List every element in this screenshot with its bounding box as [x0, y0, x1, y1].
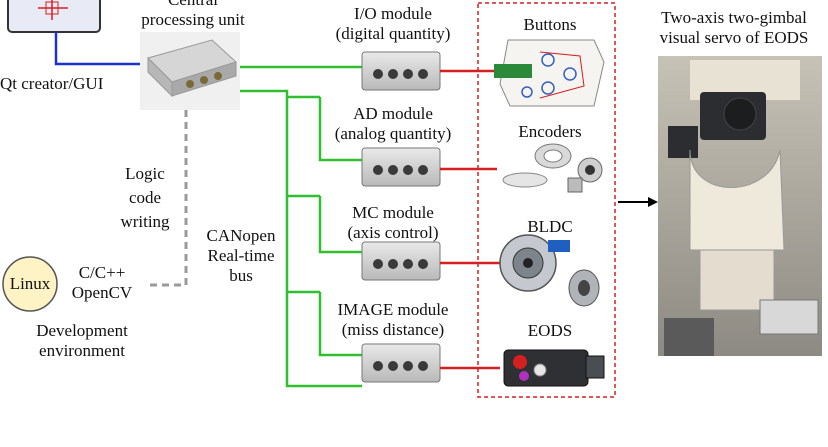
- devenv-label: Development environment: [14, 321, 150, 361]
- module-ad-line1: AD module: [353, 104, 433, 123]
- buttons-pcb-image: [494, 39, 605, 107]
- bldc-motor-image: [499, 234, 600, 307]
- canopen-line1: CANopen: [206, 226, 276, 245]
- device-bldc-label: BLDC: [527, 217, 573, 236]
- device-link-lines: [440, 69, 500, 370]
- cpp-label: C/C++ OpenCV: [60, 263, 144, 303]
- module-io-box: [361, 51, 441, 91]
- module-io-label: I/O module (digital quantity): [310, 4, 476, 44]
- logic-line2: code: [128, 188, 162, 207]
- devenv-line2: environment: [39, 341, 125, 360]
- cpp-line1: C/C++: [78, 263, 126, 282]
- servo-line2: visual servo of EODS: [659, 28, 809, 47]
- module-io-line2: (digital quantity): [335, 24, 451, 43]
- gui-link-line: [54, 32, 148, 66]
- linux-label: Linux: [9, 274, 51, 293]
- device-group-box: [477, 2, 616, 398]
- encoders-image: [502, 143, 603, 193]
- module-image-box: [361, 343, 441, 383]
- linux-circle: [2, 256, 58, 312]
- module-mc-line2: (axis control): [347, 223, 439, 242]
- output-arrow: [618, 197, 658, 207]
- servo-line1: Two-axis two-gimbal: [661, 8, 807, 27]
- gimbal-photo: [658, 56, 822, 356]
- logic-label: Logic code writing: [108, 162, 182, 234]
- eods-camera-image: [503, 349, 605, 387]
- module-io-line1: I/O module: [354, 4, 432, 23]
- module-mc-label: MC module (axis control): [310, 203, 476, 243]
- cpu-label: Central processing unit: [118, 0, 268, 30]
- module-image-line1: IMAGE module: [337, 300, 449, 319]
- device-eods-label: EODS: [527, 321, 573, 340]
- device-encoders-label: Encoders: [518, 122, 582, 141]
- devenv-line1: Development: [36, 321, 128, 340]
- module-image-line2: (miss distance): [341, 320, 445, 339]
- canopen-label: CANopen Real-time bus: [196, 226, 286, 286]
- gui-monitor-icon: [7, 0, 101, 33]
- module-image-label: IMAGE module (miss distance): [310, 300, 476, 340]
- module-mc-box: [361, 241, 441, 281]
- module-ad-line2: (analog quantity): [334, 124, 452, 143]
- canopen-bus-lines: [240, 65, 362, 388]
- servo-label: Two-axis two-gimbal visual servo of EODS: [640, 8, 828, 48]
- gui-label: Qt creator/GUI: [0, 74, 104, 93]
- module-mc-line1: MC module: [352, 203, 434, 222]
- cpu-label-line2: processing unit: [141, 10, 245, 29]
- cpu-label-line1: Central: [118, 0, 268, 10]
- canopen-line2: Real-time: [207, 246, 275, 265]
- logic-dashed-line: [148, 110, 188, 287]
- device-buttons-label: Buttons: [523, 15, 577, 34]
- cpu-unit-image: [140, 32, 240, 110]
- module-ad-label: AD module (analog quantity): [310, 104, 476, 144]
- module-ad-box: [361, 147, 441, 187]
- logic-line3: writing: [120, 212, 170, 231]
- logic-line1: Logic: [125, 164, 165, 183]
- cpp-line2: OpenCV: [71, 283, 133, 302]
- canopen-line3: bus: [229, 266, 253, 285]
